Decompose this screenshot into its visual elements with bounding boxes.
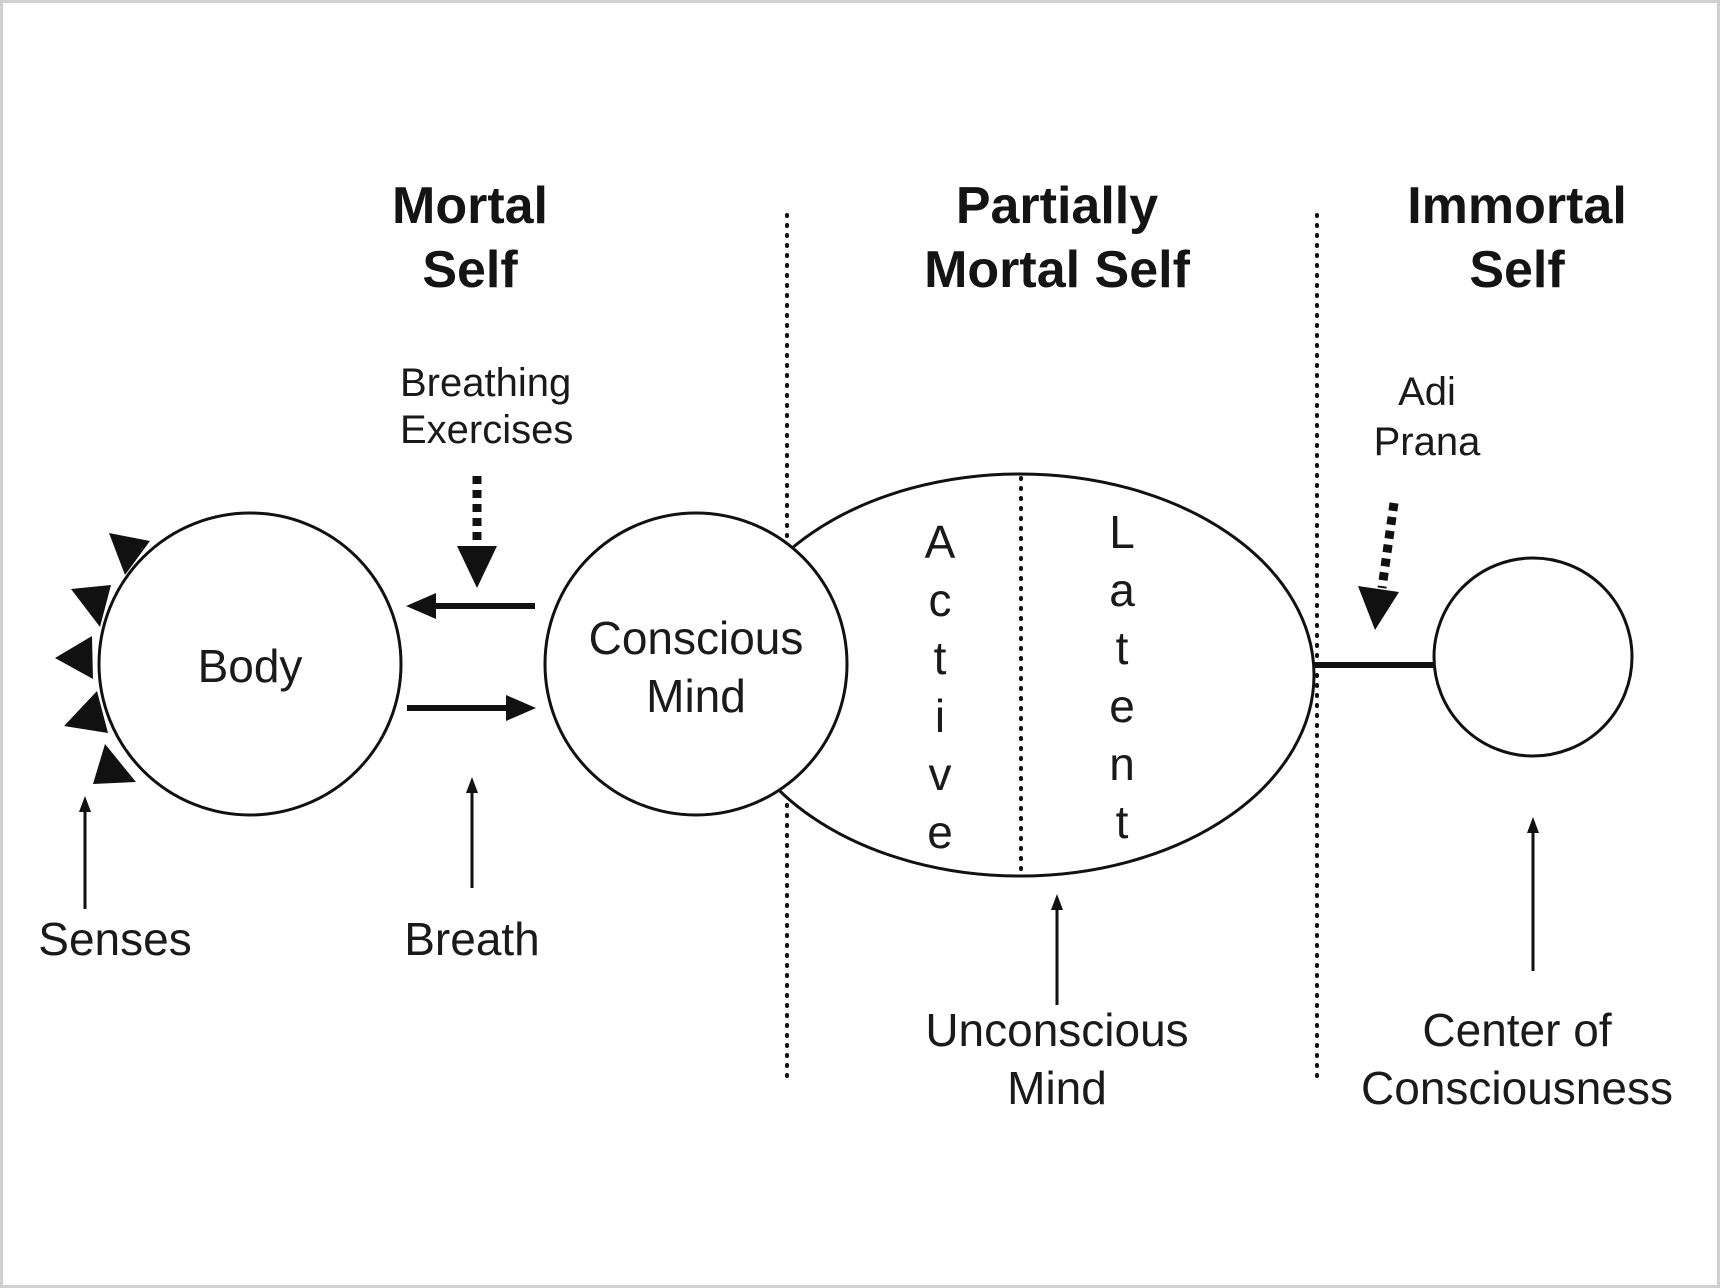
conscious-mind-line1: Conscious: [589, 612, 804, 664]
breathing-exercises-line1: Breathing: [400, 361, 571, 405]
sense-triangle-5: [93, 744, 136, 784]
sense-triangle-1: [109, 533, 150, 575]
latent-letter: e: [1109, 680, 1135, 732]
body-label: Body: [198, 640, 303, 692]
adi-prana-line1: Adi: [1398, 370, 1456, 414]
arrow-to-mind-head: [506, 695, 536, 721]
active-letter: i: [935, 690, 945, 742]
heading-mortal-line1: Mortal: [392, 177, 548, 235]
active-letter: A: [925, 516, 956, 568]
sense-triangle-3: [55, 636, 93, 679]
active-letter: t: [934, 632, 947, 684]
adi-prana-line2: Prana: [1374, 420, 1481, 464]
latent-letter: a: [1109, 564, 1135, 616]
heading-partial-line2: Mortal Self: [924, 241, 1190, 299]
conscious-mind-circle: [543, 511, 849, 817]
active-letter: v: [929, 748, 952, 800]
center-of-consciousness-line2: Consciousness: [1361, 1062, 1673, 1114]
senses-label: Senses: [38, 913, 191, 965]
center-of-consciousness-line1: Center of: [1422, 1004, 1611, 1056]
breath-arrowhead: [466, 777, 478, 793]
active-letter: e: [927, 806, 953, 858]
senses-arrowhead: [79, 796, 91, 812]
unconscious-mind-line1: Unconscious: [925, 1004, 1188, 1056]
conscious-mind-line2: Mind: [646, 670, 746, 722]
breathing-exercises-arrowhead: [457, 546, 497, 588]
latent-letter: t: [1116, 796, 1129, 848]
heading-immortal-line2: Self: [1469, 241, 1565, 299]
sense-triangle-4: [64, 691, 108, 733]
breath-label: Breath: [404, 913, 540, 965]
center-arrowhead: [1527, 817, 1539, 833]
adi-prana-arrow-shaft: [1377, 502, 1399, 589]
breathing-exercises-line2: Exercises: [400, 408, 573, 452]
unconscious-arrowhead: [1051, 894, 1063, 910]
heading-immortal-line1: Immortal: [1407, 177, 1627, 235]
sense-triangle-2: [71, 585, 111, 627]
latent-letter: L: [1109, 506, 1135, 558]
latent-letter: t: [1116, 622, 1129, 674]
arrow-to-body-head: [406, 593, 436, 619]
active-letter: c: [929, 574, 952, 626]
latent-label: L a t e n t: [1109, 506, 1135, 848]
adi-prana-arrowhead: [1358, 586, 1399, 630]
center-circle: [1432, 556, 1634, 758]
heading-partial-line1: Partially: [956, 177, 1158, 235]
heading-mortal-line2: Self: [422, 241, 518, 299]
body-circle: [97, 511, 403, 817]
unconscious-mind-line2: Mind: [1007, 1062, 1107, 1114]
active-label: A c t i v e: [925, 516, 956, 858]
latent-letter: n: [1109, 738, 1135, 790]
